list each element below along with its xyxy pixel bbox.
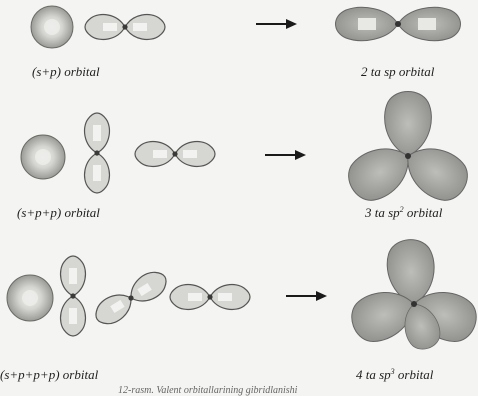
row1-left-label: (s+p) orbital: [32, 64, 100, 80]
row2-sp2-hybrid: [340, 92, 475, 209]
row3-right-label: 4 ta sp3 orbital: [356, 367, 433, 383]
row2-arrow: [265, 150, 306, 160]
row2-left-label: (s+p+p) orbital: [17, 205, 100, 221]
row3-sp3-hybrid: [345, 238, 478, 354]
row1-arrow: [256, 19, 297, 29]
row2-p-orbital-vertical: [85, 113, 110, 193]
row1-p-orbital: [85, 15, 165, 40]
row1-s-orbital: [31, 6, 73, 48]
row3-arrow: [286, 291, 327, 301]
row3-p-orbital-diagonal: [90, 266, 171, 330]
row3-p-orbital-horizontal: [170, 285, 250, 310]
row3-right-prefix: 4 ta sp: [356, 367, 391, 382]
row2-right-label: 3 ta sp2 orbital: [365, 205, 442, 221]
row3-left-label: (s+p+p+p) orbital: [0, 367, 98, 383]
row3-right-suffix: orbital: [395, 367, 434, 382]
row3-s-orbital: [7, 275, 53, 321]
row1-sp-hybrid: [336, 7, 461, 40]
figure-caption: 12-rasm. Valent orbitallarining gibridla…: [118, 385, 297, 396]
row2-right-suffix: orbital: [404, 205, 443, 220]
row1-right-label: 2 ta sp orbital: [361, 64, 434, 80]
row2-p-orbital-horizontal: [135, 142, 215, 167]
row2-s-orbital: [21, 135, 65, 179]
row3-p-orbital-vertical: [61, 256, 86, 336]
row2-right-prefix: 3 ta sp: [365, 205, 400, 220]
